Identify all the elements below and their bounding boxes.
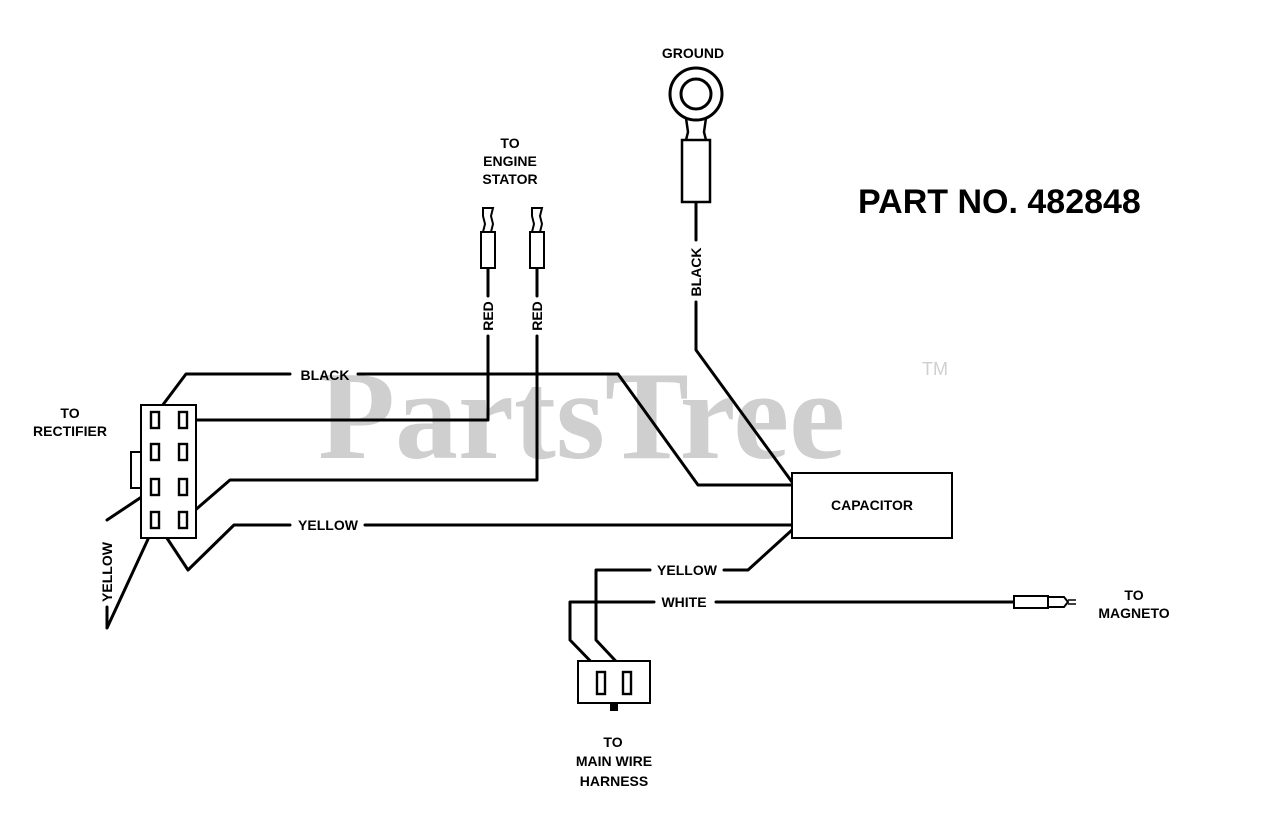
white-wire-left: [568, 600, 656, 674]
magneto-tip: [1068, 599, 1076, 605]
ground-crimp: [684, 117, 708, 141]
stator-label-line-2: ENGINE: [483, 153, 537, 169]
watermark-text: PartsTree: [318, 347, 845, 486]
harness-label-line-2: MAIN WIRE: [576, 753, 652, 769]
wire-label-yellow-main: YELLOW: [298, 517, 359, 533]
yellow-left-wire-b: [105, 522, 157, 630]
yellow-lower-wire-right: [722, 528, 794, 572]
ground-terminal: [668, 66, 724, 204]
harness-connector: [577, 660, 651, 711]
yellow-lower-wire-left: [594, 568, 652, 674]
rectifier-pin: [177, 510, 189, 530]
wire-label-white: WHITE: [661, 594, 706, 610]
stator-label-line-3: STATOR: [482, 171, 537, 187]
harness-label-line-3: HARNESS: [580, 773, 648, 789]
stator-label-line-1: TO: [500, 135, 519, 151]
ground-sleeve: [680, 138, 712, 204]
rectifier-label-line-1: TO: [60, 405, 79, 421]
capacitor: CAPACITOR: [791, 472, 953, 539]
magneto-terminal: [1013, 595, 1076, 609]
wire-label-red-right: RED: [529, 301, 545, 331]
black-wire-left: [154, 372, 292, 416]
rectifier-pin: [177, 410, 189, 430]
red-wire-left-lower: [184, 334, 490, 422]
yellow-wire-left: [153, 518, 292, 572]
magneto-sleeve: [1013, 595, 1049, 609]
wire-label-black-top: BLACK: [301, 367, 350, 383]
ground-label: GROUND: [662, 45, 724, 61]
harness-key: [610, 703, 618, 711]
harness-connector-body: [577, 660, 651, 704]
wire-label-black-ground: BLACK: [688, 248, 704, 297]
rectifier-pin: [149, 442, 161, 462]
magneto-label-line-1: TO: [1124, 587, 1143, 603]
stator-terminal-left: [480, 207, 496, 269]
magneto-label-line-2: MAGNETO: [1098, 605, 1169, 621]
watermark-tm: TM: [922, 359, 948, 379]
capacitor-label: CAPACITOR: [831, 497, 913, 513]
watermark: PartsTree TM: [318, 347, 948, 486]
wire-label-red-left: RED: [480, 301, 496, 331]
rectifier-pin: [149, 477, 161, 497]
rectifier-pin: [149, 410, 161, 430]
rectifier-connector: [130, 404, 197, 539]
wire-label-yellow-left: YELLOW: [99, 541, 115, 602]
harness-label-line-1: TO: [603, 734, 622, 750]
rectifier-pin: [177, 477, 189, 497]
red-wire-right-lower: [184, 334, 539, 520]
stator-terminal-right: [529, 207, 545, 269]
ground-ring-inner: [679, 77, 713, 111]
black-ground-wire-lower: [694, 300, 794, 484]
rectifier-label-line-2: RECTIFIER: [33, 423, 107, 439]
part-number: PART NO. 482848: [858, 183, 1141, 221]
capacitor-box: [791, 472, 953, 539]
harness-pin: [621, 670, 633, 696]
magneto-spade: [1047, 596, 1070, 608]
rectifier-connector-latch: [130, 451, 142, 489]
wire-label-yellow-lower: YELLOW: [657, 562, 718, 578]
rectifier-pin: [149, 510, 161, 530]
rectifier-pin: [177, 442, 189, 462]
harness-pin: [595, 670, 607, 696]
